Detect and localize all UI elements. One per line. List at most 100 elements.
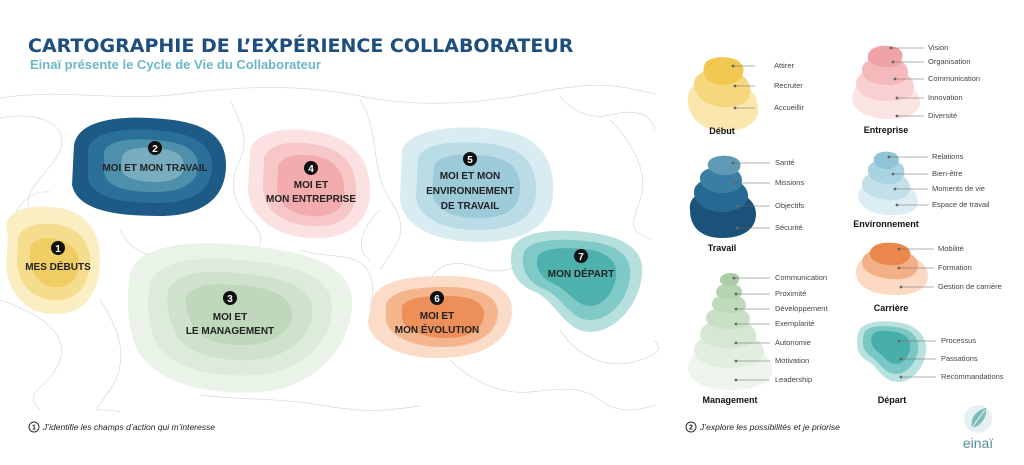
- legend-environnement-dot-3: [893, 187, 897, 191]
- legend-entreprise-item-4: Innovation: [928, 93, 963, 102]
- legend-carriere-item-2: Formation: [938, 263, 972, 272]
- legend-entreprise-dot-4: [895, 96, 899, 100]
- footer-step-1-text: J’identifie les champs d’action qui m’in…: [42, 422, 215, 432]
- zone-3-label-line1: MOI ET: [213, 312, 247, 323]
- legend-depart-dot-3: [899, 375, 903, 379]
- zone-7-badge: [574, 249, 588, 263]
- legend-depart-item-3: Recommandations: [941, 372, 1004, 381]
- legend-debut-title: Début: [709, 126, 735, 136]
- legend-environnement-title: Environnement: [853, 219, 919, 229]
- legend-management-dot-4: [734, 322, 738, 326]
- brand-logo: einaï: [963, 405, 993, 451]
- zone-2-badge: [148, 141, 162, 155]
- legend-entreprise-title: Entreprise: [864, 125, 909, 135]
- legend-environnement-layer-4: [873, 151, 899, 170]
- legend-carriere-dot-1: [897, 247, 901, 251]
- legend-debut-dot-1: [731, 64, 735, 68]
- legend-management-dot-1: [732, 276, 736, 280]
- zone-moi-et-mon-environnement[interactable]: 5 MOI ET MON ENVIRONNEMENT DE TRAVAIL: [400, 127, 554, 242]
- zone-1-number: 1: [55, 244, 61, 255]
- legend-environnement-dot-4: [895, 203, 899, 207]
- legend-carriere-item-1: Mobilité: [938, 244, 964, 253]
- legend-management-layer-7: [720, 273, 740, 286]
- zone-mes-debuts[interactable]: 1 MES DÉBUTS: [6, 206, 101, 315]
- legend-management-dot-5: [734, 341, 738, 345]
- zone-moi-et-mon-entreprise[interactable]: 4 MOI ET MON ENTREPRISE: [248, 129, 371, 239]
- legend-environnement-item-3: Moments de vie: [932, 184, 985, 193]
- legend-carriere-title: Carrière: [874, 303, 909, 313]
- legend-management-layer-4: [706, 307, 750, 329]
- leaf-icon-stem: [971, 409, 986, 429]
- brand-name: einaï: [963, 435, 993, 451]
- legend-travail: Santé Missions Objectifs Sécurité Travai…: [689, 155, 804, 253]
- zone-6-label-line2: MON ÉVOLUTION: [395, 323, 479, 336]
- legend-entreprise-dot-3: [893, 77, 897, 81]
- legend-debut-dot-2: [733, 84, 737, 88]
- legend-management-layer-6: [716, 284, 742, 299]
- legend-management-item-7: Leadership: [775, 375, 812, 384]
- zone-moi-et-mon-travail[interactable]: 2 MOI ET MON TRAVAIL: [72, 117, 226, 216]
- legend-depart-dot-1: [897, 339, 901, 343]
- legend-travail-item-1: Santé: [775, 158, 795, 167]
- legend-depart-layer-3: [871, 330, 911, 364]
- legend-travail-dot-2: [733, 181, 737, 185]
- legend-management-item-5: Autonomie: [775, 338, 811, 347]
- zone-6-label-line1: MOI ET: [420, 311, 454, 322]
- zone-mon-depart[interactable]: 7 MON DÉPART: [510, 230, 643, 332]
- legend-depart-item-2: Passations: [941, 354, 978, 363]
- footer-step-2: 2 J’explore les possibilités et je prior…: [685, 421, 840, 433]
- zone-6-badge: [430, 291, 444, 305]
- zone-5-layer-inner: [432, 154, 521, 218]
- legend-management-item-6: Motivation: [775, 356, 809, 365]
- zone-4-label-line1: MOI ET: [294, 180, 328, 191]
- zone-moi-et-mon-evolution[interactable]: 6 MOI ET MON ÉVOLUTION: [368, 276, 512, 359]
- legend-environnement-dot-2: [891, 172, 895, 176]
- zone-3-number: 3: [227, 294, 233, 305]
- legend-environnement-item-4: Espace de travail: [932, 200, 990, 209]
- zone-3-label-line2: LE MANAGEMENT: [186, 326, 274, 337]
- legend-debut: Attirer Recruter Accueillir Début: [687, 57, 805, 136]
- zone-7-label-line1: MON DÉPART: [548, 267, 614, 280]
- legend-management-dot-6: [734, 359, 738, 363]
- zone-6-number: 6: [434, 294, 440, 305]
- legend-travail-dot-4: [735, 226, 739, 230]
- legend-depart: Processus Passations Recommandations Dép…: [856, 321, 1004, 405]
- legend-debut-layer-3: [703, 57, 744, 85]
- legend-entreprise-item-2: Organisation: [928, 57, 971, 66]
- legend-management-item-2: Proximité: [775, 289, 806, 298]
- legend-environnement-dot-1: [887, 155, 891, 159]
- zone-3-layer-4: [185, 284, 293, 346]
- legend-travail-dot-3: [735, 204, 739, 208]
- contour-background: [0, 84, 660, 413]
- zone-4-layer-inner: [277, 154, 345, 217]
- legend-depart-title: Départ: [878, 395, 907, 405]
- legend-carriere-item-3: Gestion de carrière: [938, 282, 1002, 291]
- zone-1-label-line1: MES DÉBUTS: [25, 260, 91, 273]
- zone-2-number: 2: [152, 144, 158, 155]
- legend-management-dot-3: [734, 307, 738, 311]
- legend-entreprise-item-1: Vision: [928, 43, 948, 52]
- zone-2-layer-core: [121, 147, 184, 182]
- legend-environnement-item-2: Bien-être: [932, 169, 962, 178]
- page-title: CARTOGRAPHIE DE L’EXPÉRIENCE COLLABORATE…: [28, 34, 574, 57]
- footer-step-1-badge: [28, 421, 40, 433]
- zone-4-number: 4: [308, 164, 314, 175]
- legend-travail-title: Travail: [708, 243, 737, 253]
- zone-5-number: 5: [467, 155, 473, 166]
- zone-7-layer-inner: [536, 248, 617, 306]
- legend-travail-item-4: Sécurité: [775, 223, 803, 232]
- legend-management: Communication Proximité Développement Ex…: [688, 273, 828, 405]
- legend-management-item-3: Développement: [775, 304, 828, 313]
- zone-6-layer-inner: [402, 296, 484, 338]
- legend-environnement: Relations Bien-être Moments de vie Espac…: [853, 151, 990, 229]
- legend-management-dot-7: [734, 378, 738, 382]
- legend-management-item-1: Communication: [775, 273, 827, 282]
- legend-management-layer-5: [712, 295, 746, 313]
- zone-5-label-line2: ENVIRONNEMENT: [426, 186, 514, 197]
- legend-entreprise-dot-2: [891, 60, 895, 64]
- page-subtitle: Einaï présente le Cycle de Vie du Collab…: [30, 57, 321, 72]
- legend-entreprise-item-5: Diversité: [928, 111, 957, 120]
- legend-debut-item-2: Recruter: [774, 81, 803, 90]
- zone-moi-et-le-management[interactable]: 3 MOI ET LE MANAGEMENT: [127, 243, 353, 393]
